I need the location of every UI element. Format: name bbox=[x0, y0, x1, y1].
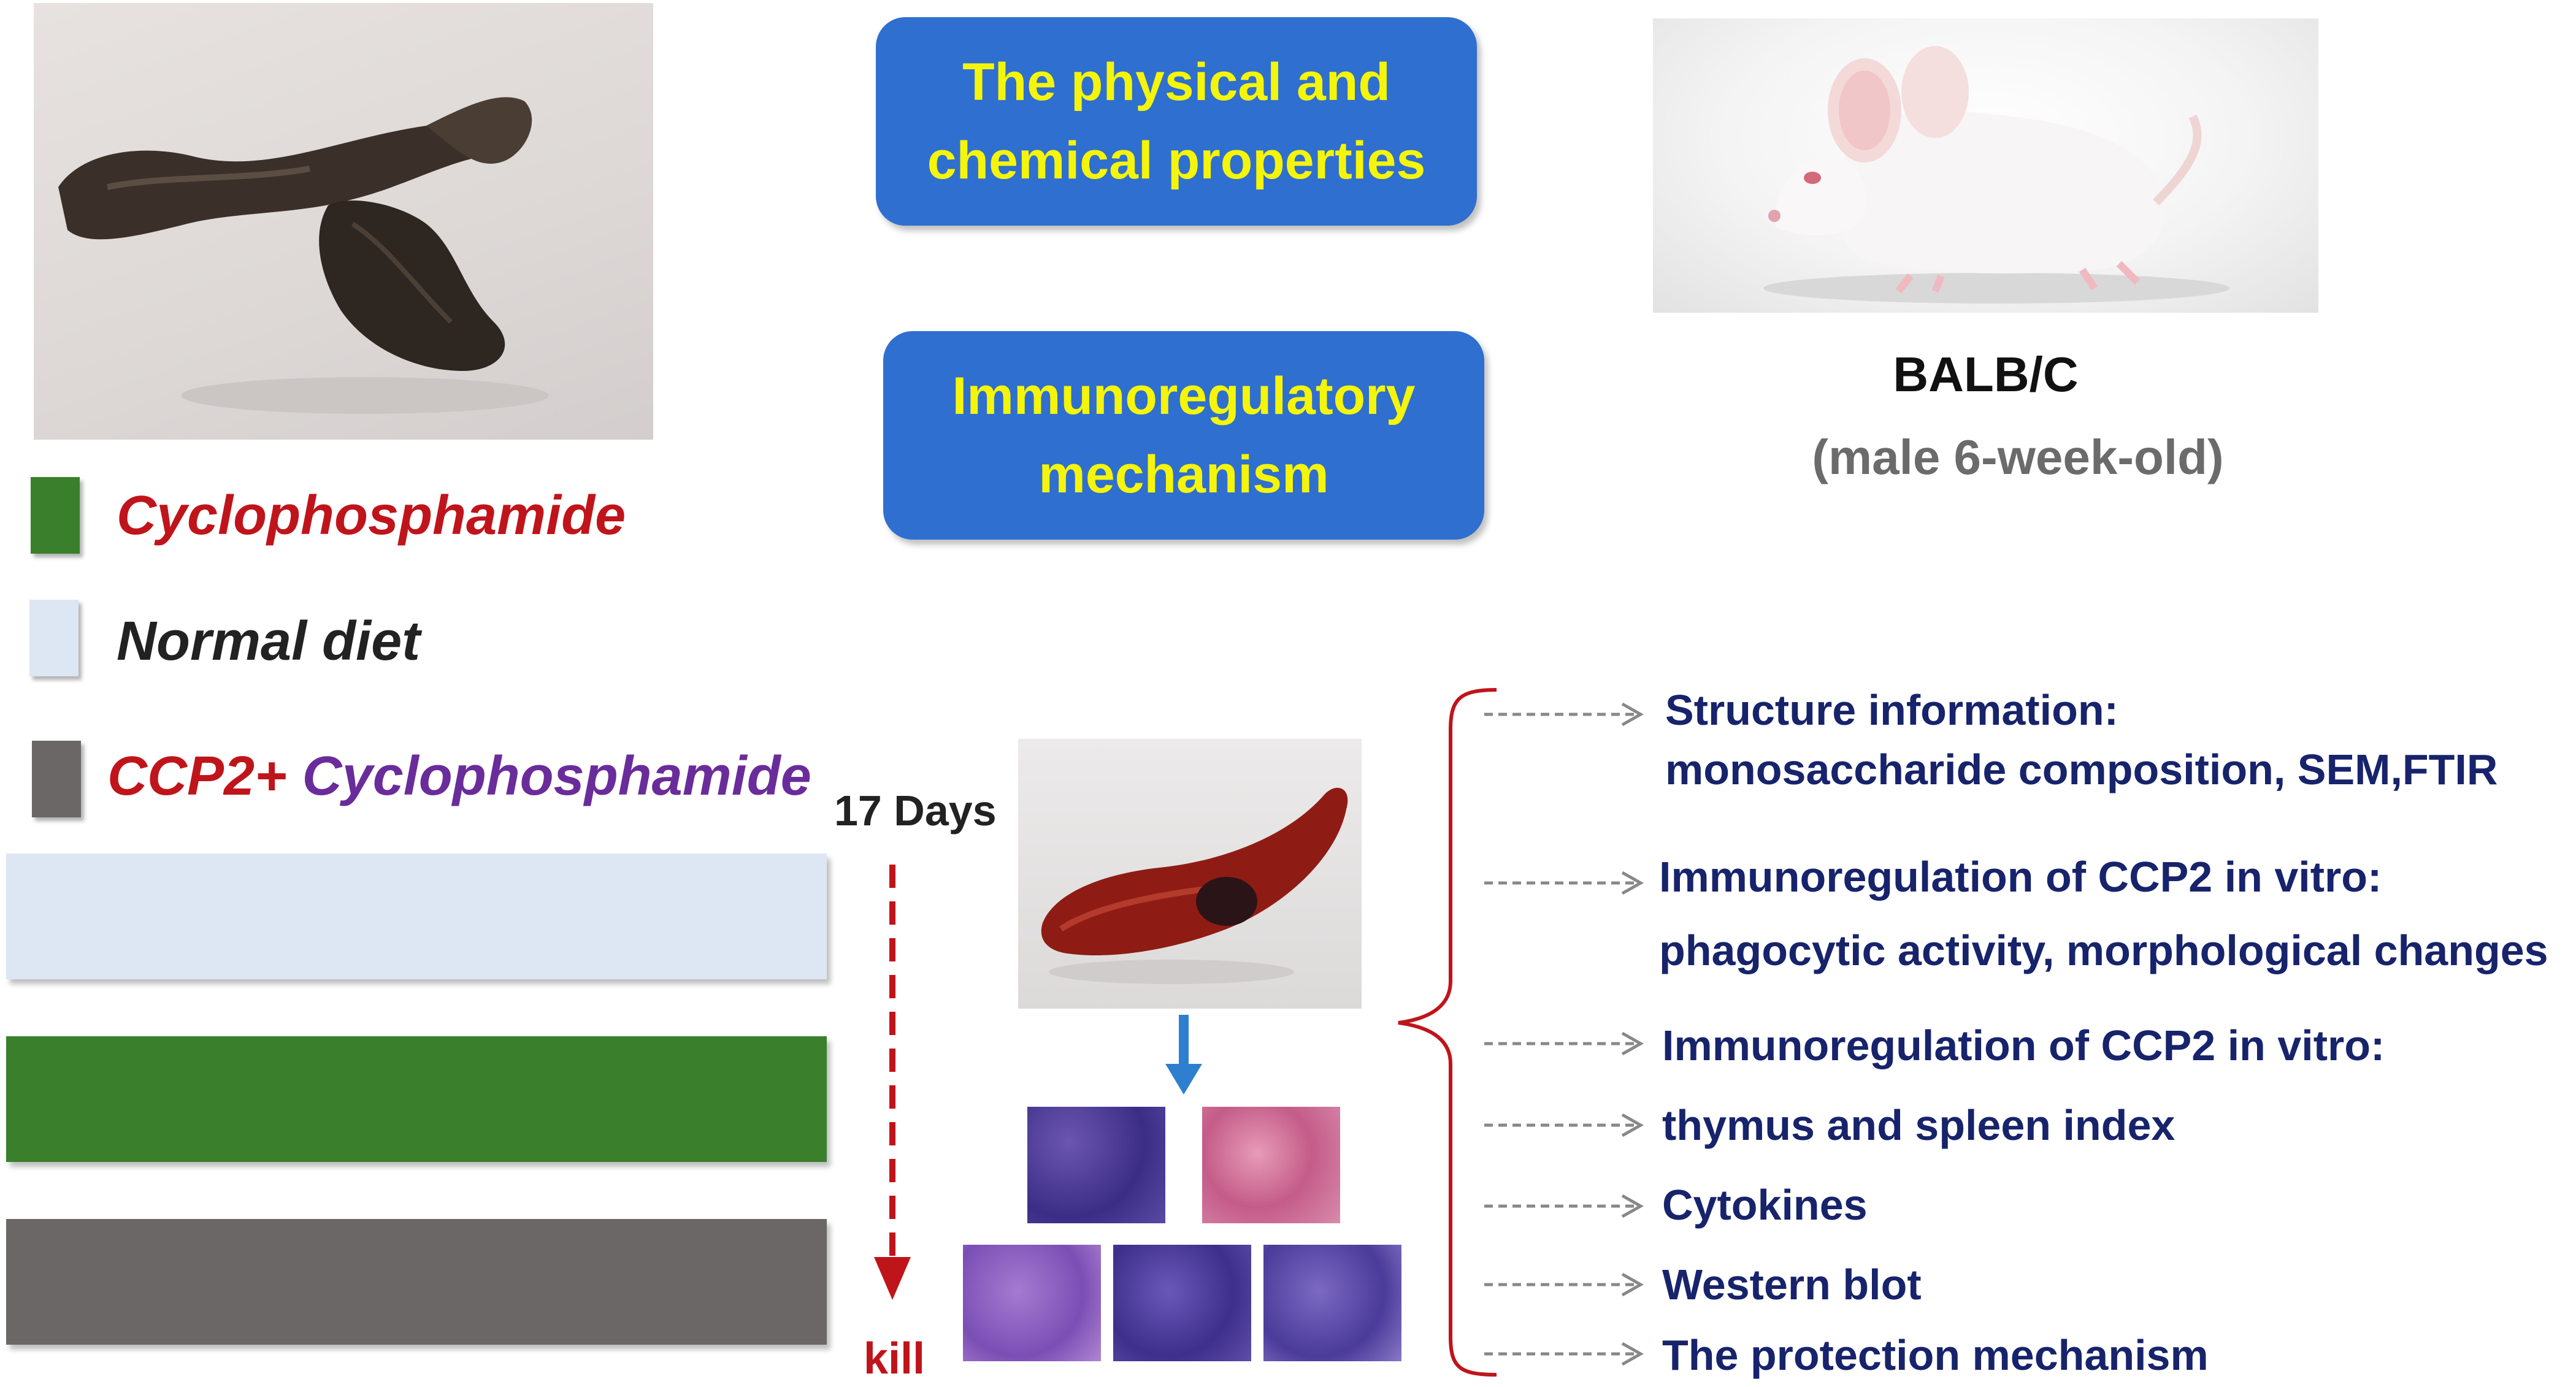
mouse-description-label: (male 6-week-old) bbox=[1812, 430, 2224, 484]
dashed-right-arrow-icon bbox=[1484, 1272, 1644, 1297]
outcome-1-line1: Structure information: bbox=[1665, 686, 2118, 734]
outcome-5: Cytokines bbox=[1662, 1181, 1868, 1229]
legend-label-cyclophosphamide: Cyclophosphamide bbox=[117, 485, 626, 546]
outcome-1-line2: monosaccharide composition, SEM,FTIR bbox=[1665, 746, 2498, 793]
box2-line1: Immunoregulatory bbox=[952, 367, 1416, 426]
group-bar-ccp2-cyclophosphamide bbox=[6, 1219, 827, 1345]
kill-label: kill bbox=[864, 1334, 926, 1383]
physical-chemical-properties-box: The physical and chemical properties bbox=[876, 17, 1477, 226]
box2-line2: mechanism bbox=[1038, 445, 1329, 504]
duration-label: 17 Days bbox=[834, 787, 997, 835]
histology-tile-ccp2-low bbox=[963, 1245, 1101, 1361]
outcome-4: thymus and spleen index bbox=[1662, 1101, 2175, 1149]
down-arrow-icon bbox=[1165, 1015, 1202, 1095]
dried-fungus-photo bbox=[34, 3, 653, 440]
spleen-photo bbox=[1018, 739, 1362, 1009]
timeline-down-arrow-icon bbox=[874, 865, 911, 1300]
outcome-2-line2: phagocytic activity, morphological chang… bbox=[1659, 927, 2548, 974]
histology-tile-ccp2-high bbox=[1263, 1245, 1401, 1361]
outcome-7: The protection mechanism bbox=[1662, 1331, 2209, 1379]
mouse-photo bbox=[1653, 18, 2318, 313]
histology-micrographs bbox=[960, 1098, 1417, 1386]
group-bar-cyclophosphamide bbox=[6, 1036, 827, 1162]
dashed-right-arrow-icon bbox=[1484, 1031, 1644, 1056]
outcome-3: Immunoregulation of CCP2 in vitro: bbox=[1662, 1022, 2385, 1069]
dashed-right-arrow-icon bbox=[1484, 1113, 1644, 1137]
dashed-right-arrows bbox=[1484, 702, 1644, 1366]
histology-tile-ccp2-mid bbox=[1113, 1245, 1251, 1361]
dashed-right-arrow-icon bbox=[1484, 702, 1644, 727]
legend-label-ccp2: CCP2+ bbox=[107, 746, 287, 807]
immunoregulatory-mechanism-box: Immunoregulatory mechanism bbox=[883, 331, 1484, 540]
curly-brace-icon bbox=[1398, 688, 1497, 1377]
dashed-right-arrow-icon bbox=[1484, 1342, 1644, 1366]
group-bar-normal-diet bbox=[6, 854, 827, 979]
outcome-6: Western blot bbox=[1662, 1261, 1922, 1309]
histology-tile-cyclophosphamide bbox=[1202, 1107, 1340, 1223]
legend-swatch-cyclophosphamide bbox=[31, 477, 80, 554]
dashed-right-arrow-icon bbox=[1484, 1194, 1644, 1218]
legend-label-cyclophosphamide-suffix: Cyclophosphamide bbox=[286, 746, 811, 807]
box1-line2: chemical properties bbox=[927, 131, 1426, 190]
outcome-2-line1: Immunoregulation of CCP2 in vitro: bbox=[1659, 853, 2382, 901]
dashed-right-arrow-icon bbox=[1484, 871, 1644, 895]
legend-swatch-normal-diet bbox=[29, 600, 79, 676]
box1-line1: The physical and bbox=[962, 53, 1390, 112]
legend-label-normal-diet: Normal diet bbox=[117, 611, 421, 672]
legend-swatch-ccp2-cyclophosphamide bbox=[32, 741, 81, 817]
mouse-strain-label: BALB/C bbox=[1893, 347, 2079, 402]
legend-label-ccp2-cyclophosphamide: CCP2+ Cyclophosphamide bbox=[107, 745, 811, 808]
histology-tile-normal bbox=[1027, 1107, 1165, 1223]
